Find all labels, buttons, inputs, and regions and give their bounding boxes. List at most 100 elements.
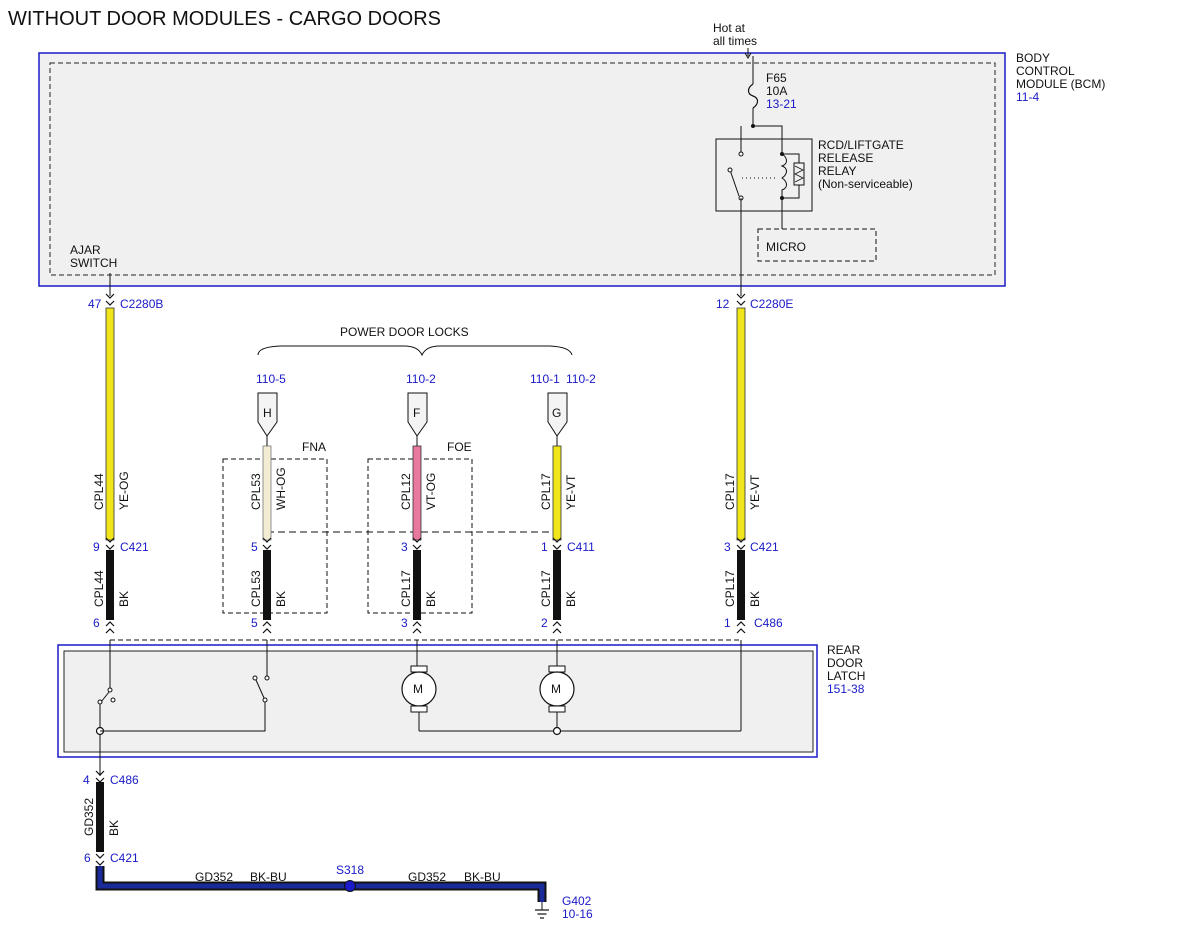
fuse-rating: 10A bbox=[766, 84, 787, 98]
bcm-connector-c2280e[interactable]: C2280E bbox=[750, 297, 793, 311]
ground-wire-circuit: GD352 bbox=[82, 798, 96, 836]
bcm-connector-pin-47 bbox=[105, 293, 115, 306]
bcm-connector-pin-12 bbox=[736, 293, 746, 306]
fuse-name: F65 bbox=[766, 71, 787, 85]
upper-wire-3-circuit: CPL12 bbox=[399, 473, 413, 510]
power-feed-arrow bbox=[744, 52, 752, 59]
motor-2: M bbox=[539, 665, 575, 713]
lower-wire-4-circuit: CPL17 bbox=[539, 570, 553, 607]
wire-gd352-bk[interactable] bbox=[96, 782, 104, 852]
upper-wire-1-color: YE-OG bbox=[117, 471, 131, 510]
rear-latch-label-2: DOOR bbox=[827, 656, 863, 670]
ground-wire-color: BK bbox=[107, 820, 121, 836]
relay-junction bbox=[751, 124, 755, 128]
ground-top-pin: 4 bbox=[83, 773, 90, 787]
ground-bus-circuit-2: GD352 bbox=[408, 870, 446, 884]
upper-wire-1-circuit: CPL44 bbox=[92, 473, 106, 510]
motor-2-label: M bbox=[551, 682, 561, 696]
fna-option-label: FNA bbox=[302, 440, 326, 454]
bcm-ref[interactable]: 11-4 bbox=[1016, 90, 1039, 104]
c421-connector-2[interactable]: C421 bbox=[750, 540, 779, 554]
wire-cpl17-ye-vt-pdl[interactable] bbox=[552, 445, 562, 541]
ground-top-connector[interactable]: C486 bbox=[110, 773, 139, 787]
pdl-ref-g2[interactable]: 110-2 bbox=[566, 372, 596, 386]
pdl-connector-f[interactable]: F bbox=[407, 392, 428, 437]
lower-wire-2-color: BK bbox=[274, 591, 288, 607]
rear-latch-inner bbox=[63, 650, 814, 753]
bcm-module bbox=[38, 52, 1006, 287]
motor-1-label: M bbox=[413, 682, 423, 696]
lower-wire-1-circuit: CPL44 bbox=[92, 570, 106, 607]
bcm-connector-c2280b[interactable]: C2280B bbox=[120, 297, 163, 311]
pdl-connector-h-letter: H bbox=[263, 406, 272, 420]
rear-latch-label-3: LATCH bbox=[827, 669, 865, 683]
lower-wire-1-color: BK bbox=[117, 591, 131, 607]
connector-marks-c486 bbox=[105, 621, 746, 634]
wire-cpl17-bk-2[interactable] bbox=[553, 550, 561, 620]
fna-option-box bbox=[222, 458, 328, 614]
bcm-inner-boundary bbox=[49, 62, 996, 276]
c421-pin-3-relay: 3 bbox=[724, 540, 731, 554]
relay-resistor-bottom-lead bbox=[782, 185, 800, 199]
wire-cpl17-bk-1[interactable] bbox=[413, 550, 421, 620]
pdl-ref-h[interactable]: 110-5 bbox=[256, 372, 286, 386]
diagram-title: WITHOUT DOOR MODULES - CARGO DOORS bbox=[8, 8, 441, 30]
upper-wire-5-circuit: CPL17 bbox=[723, 473, 737, 510]
lower-wire-4-color: BK bbox=[564, 591, 578, 607]
foe-option-label: FOE bbox=[447, 440, 472, 454]
lower-wire-5-color: BK bbox=[748, 591, 762, 607]
micro-label: MICRO bbox=[766, 240, 806, 254]
ground-symbol bbox=[535, 902, 549, 919]
relay-contact-top bbox=[738, 151, 744, 157]
upper-wire-4-circuit: CPL17 bbox=[539, 473, 553, 510]
wire-cpl53-bk[interactable] bbox=[263, 550, 271, 620]
lower-wire-3-circuit: CPL17 bbox=[399, 570, 413, 607]
lower-wire-5-circuit: CPL17 bbox=[723, 570, 737, 607]
relay-label-2: RELEASE bbox=[818, 151, 873, 165]
connector-marks-upper bbox=[105, 537, 746, 550]
power-source-line1: Hot at bbox=[713, 21, 746, 35]
wire-cpl53-wh-og[interactable] bbox=[262, 445, 272, 541]
pdl-connector-h[interactable]: H bbox=[257, 392, 278, 437]
pdl-connector-g[interactable]: G bbox=[547, 392, 568, 437]
pdl-ref-g1[interactable]: 110-1 bbox=[530, 372, 560, 386]
ground-bottom-connector[interactable]: C421 bbox=[110, 851, 139, 865]
wire-cpl44-bk[interactable] bbox=[106, 550, 114, 620]
relay-label-4: (Non-serviceable) bbox=[818, 177, 913, 191]
ground-bus-circuit-1: GD352 bbox=[195, 870, 233, 884]
motor-1: M bbox=[401, 665, 437, 713]
c421-pin-3: 3 bbox=[401, 540, 408, 554]
ground-connector-c421 bbox=[95, 853, 105, 866]
c421-connector-1[interactable]: C421 bbox=[120, 540, 149, 554]
c421-pin-5: 5 bbox=[251, 540, 258, 554]
ground-name[interactable]: G402 bbox=[562, 894, 592, 908]
wire-cpl12-vt-og[interactable] bbox=[412, 445, 422, 541]
fuse-ref[interactable]: 13-21 bbox=[766, 97, 797, 111]
splice-label[interactable]: S318 bbox=[336, 863, 364, 877]
rear-latch-outline bbox=[57, 644, 818, 758]
upper-wire-2-color: WH-OG bbox=[274, 467, 288, 510]
upper-wire-2-circuit: CPL53 bbox=[249, 473, 263, 510]
c486-connector[interactable]: C486 bbox=[754, 616, 783, 630]
relay bbox=[715, 124, 813, 229]
ground-bus-color-1: BK-BU bbox=[250, 870, 287, 884]
ground-ref[interactable]: 10-16 bbox=[562, 907, 593, 921]
wire-cpl17-bk-3[interactable] bbox=[737, 550, 745, 620]
ajar-switch-label-1: AJAR bbox=[70, 243, 101, 257]
relay-pivot bbox=[727, 167, 733, 173]
wire-cpl17-ye-vt-relay[interactable] bbox=[736, 307, 746, 541]
ground-bus-bk-bu[interactable] bbox=[97, 866, 545, 902]
pdl-ref-f[interactable]: 110-2 bbox=[406, 372, 436, 386]
upper-wire-4-color: YE-VT bbox=[564, 474, 578, 510]
c411-connector[interactable]: C411 bbox=[567, 540, 595, 554]
bcm-outline bbox=[38, 52, 1006, 287]
bcm-label-2: CONTROL bbox=[1016, 64, 1075, 78]
splice-s318[interactable] bbox=[344, 880, 356, 892]
latch-internal-wiring bbox=[95, 640, 742, 776]
lower-wire-2-circuit: CPL53 bbox=[249, 570, 263, 607]
ajar-switch-label-2: SWITCH bbox=[70, 256, 117, 270]
relay-box bbox=[715, 138, 813, 212]
ground-bottom-pin: 6 bbox=[84, 851, 91, 865]
wire-cpl44-ye-og[interactable] bbox=[105, 307, 115, 541]
rear-latch-ref[interactable]: 151-38 bbox=[827, 682, 865, 696]
